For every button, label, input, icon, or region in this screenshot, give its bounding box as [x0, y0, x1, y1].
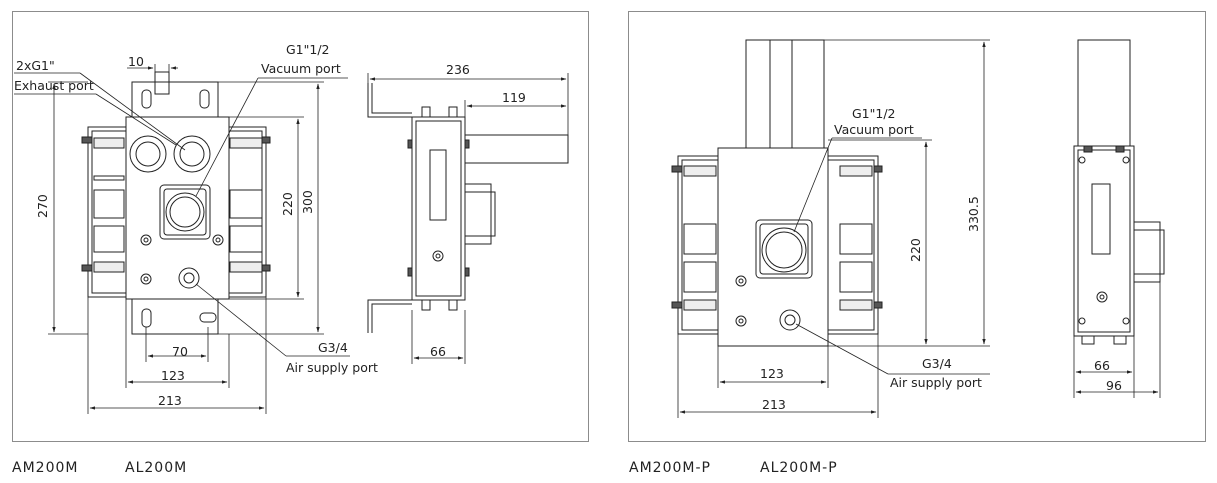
right-front-view	[671, 39, 883, 347]
dim-270: 270	[35, 194, 50, 218]
label-air-size-p: G3/4	[922, 356, 952, 371]
label-vacuum-size-p: G1"1/2	[852, 106, 896, 121]
dim-96: 96	[1106, 378, 1122, 393]
model-caption-al200m-p: AL200M-P	[760, 460, 838, 476]
right-side-view	[1073, 39, 1165, 345]
label-exhaust-port: Exhaust port	[14, 78, 94, 93]
right-front-dimensions	[677, 39, 990, 418]
right-side-dimensions	[1073, 282, 1161, 398]
left-front-labels: 10 2xG1" Exhaust port G1"1/2 Vacuum port…	[14, 42, 378, 408]
right-front-labels: G1"1/2 Vacuum port 330.5 220 G3/4 Air su…	[760, 106, 982, 412]
dim-220: 220	[280, 192, 295, 216]
dim-66: 66	[430, 344, 446, 359]
label-vacuum-port-p: Vacuum port	[834, 122, 914, 137]
dim-220-p: 220	[908, 238, 923, 262]
dim-300: 300	[300, 190, 315, 214]
right-side-labels: 66 96	[1094, 358, 1122, 393]
dim-66-p: 66	[1094, 358, 1110, 373]
left-side-labels: 236 119 66	[430, 62, 526, 359]
label-air-size: G3/4	[318, 340, 348, 355]
label-vacuum-size: G1"1/2	[286, 42, 330, 57]
model-caption-am200m: AM200M	[12, 460, 79, 476]
dim-123-p: 123	[760, 366, 784, 381]
left-front-dimensions	[14, 64, 350, 414]
dim-123: 123	[161, 368, 185, 383]
label-air-port-p: Air supply port	[890, 375, 982, 390]
dim-330-5: 330.5	[966, 196, 981, 232]
left-side-dimensions	[367, 73, 569, 364]
label-exhaust-size: 2xG1"	[16, 58, 55, 73]
dim-213-p: 213	[762, 397, 786, 412]
dim-10: 10	[128, 54, 144, 69]
dim-213: 213	[158, 393, 182, 408]
model-caption-al200m: AL200M	[125, 460, 188, 476]
left-front-view	[81, 71, 271, 335]
dim-70: 70	[172, 344, 188, 359]
model-caption-am200m-p: AM200M-P	[629, 460, 711, 476]
dim-119: 119	[502, 90, 526, 105]
left-side-view	[367, 83, 569, 333]
dim-236: 236	[446, 62, 470, 77]
label-vacuum-port: Vacuum port	[261, 61, 341, 76]
label-air-port: Air supply port	[286, 360, 378, 375]
